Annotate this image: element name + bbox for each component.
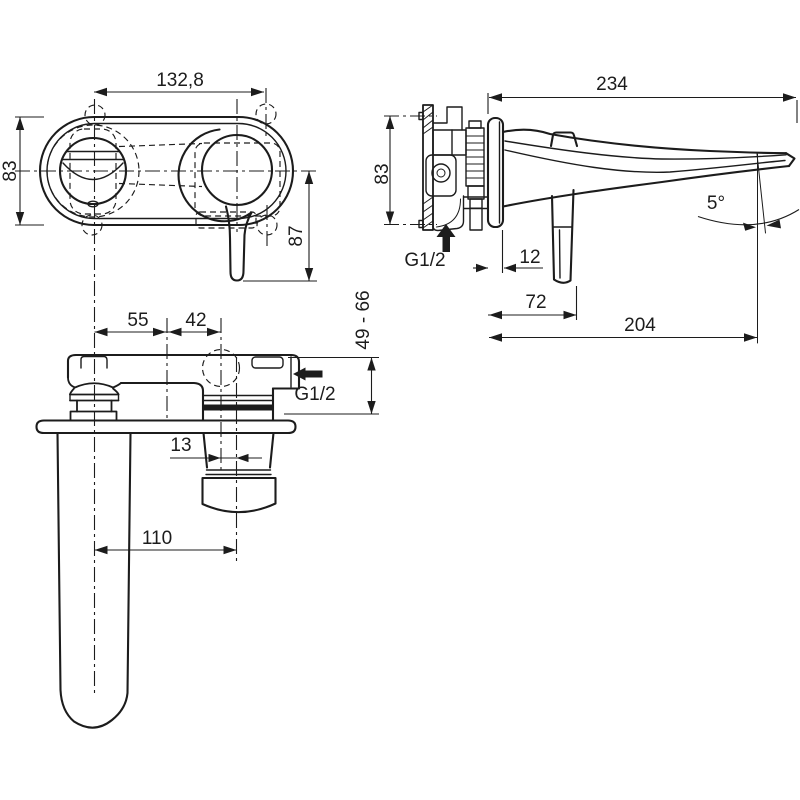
valve-cap-front bbox=[58, 136, 128, 208]
dim-label-front-width: 132,8 bbox=[156, 70, 204, 91]
dim-label-top-aerator-offset: 13 bbox=[170, 435, 191, 456]
dim-side-projection: 234 bbox=[487, 74, 798, 123]
dim-top-recess-depth: 49 - 66 bbox=[284, 290, 379, 415]
dim-label-front-height: 83 bbox=[0, 160, 21, 181]
dim-top-spout-axis: 110 bbox=[94, 528, 237, 555]
dim-label-side-reach: 204 bbox=[624, 315, 656, 336]
side-view: G1/2 234 83 12 bbox=[372, 74, 800, 344]
fixing-hole bbox=[256, 214, 278, 236]
wall-plate-top bbox=[35, 419, 297, 435]
dim-side-spout-angle: 5° bbox=[697, 153, 800, 344]
concealed-body bbox=[418, 104, 489, 232]
dim-front-handle-drop: 87 bbox=[243, 171, 317, 282]
valve-column-top bbox=[67, 376, 122, 422]
dim-front-width: 132,8 bbox=[94, 70, 264, 97]
centerlines-front bbox=[15, 88, 318, 693]
fixing-hole bbox=[84, 104, 106, 126]
dim-label-front-handle-drop: 87 bbox=[286, 225, 307, 246]
inlet-arrow-icon bbox=[293, 367, 306, 381]
inlet-label-top: G1/2 bbox=[294, 384, 335, 405]
cartridge-hidden-circle bbox=[201, 348, 241, 388]
inlet-callout-side: G1/2 bbox=[404, 224, 456, 271]
dim-side-height: 83 bbox=[372, 116, 395, 225]
handle-side bbox=[549, 131, 579, 284]
dim-label-side-plate-thickness: 12 bbox=[519, 247, 540, 268]
dim-front-height: 83 bbox=[0, 116, 44, 226]
body-top bbox=[66, 348, 301, 393]
wall-plate-side bbox=[486, 116, 505, 229]
dim-label-top-recess-depth: 49 - 66 bbox=[353, 290, 374, 349]
dim-side-handle-offset: 72 bbox=[488, 286, 578, 320]
aerator-top bbox=[201, 431, 277, 514]
inlet-arrow-icon bbox=[436, 224, 456, 237]
dim-label-top-valve-pitch: 55 bbox=[127, 310, 148, 331]
dim-top-valve-pitch: 55 42 bbox=[94, 310, 221, 337]
top-view: G1/2 55 42 13 110 bbox=[35, 290, 379, 729]
spout-column-top bbox=[201, 387, 275, 422]
dim-label-side-spout-angle: 5° bbox=[707, 193, 725, 214]
spout-side bbox=[501, 128, 796, 208]
dim-label-top-spout-axis: 110 bbox=[142, 528, 172, 549]
front-view: 132,8 83 87 bbox=[0, 70, 318, 693]
centerlines-top bbox=[166, 318, 238, 563]
wall-plate-front bbox=[38, 115, 295, 227]
handle-front bbox=[177, 128, 274, 282]
dim-label-side-handle-offset: 72 bbox=[525, 292, 546, 313]
inlet-label-side: G1/2 bbox=[404, 250, 445, 271]
dim-label-side-height: 83 bbox=[372, 163, 393, 184]
inlet-callout-top: G1/2 bbox=[293, 367, 336, 405]
dim-top-aerator-offset: 13 bbox=[170, 435, 262, 463]
dim-label-side-projection: 234 bbox=[596, 74, 628, 95]
spout-top bbox=[56, 431, 132, 729]
centerlines-side bbox=[384, 115, 437, 226]
dim-side-reach: 204 bbox=[489, 315, 757, 342]
dim-side-plate-thickness: 12 bbox=[473, 230, 543, 273]
dim-label-top-cartridge-offset: 42 bbox=[185, 310, 206, 331]
